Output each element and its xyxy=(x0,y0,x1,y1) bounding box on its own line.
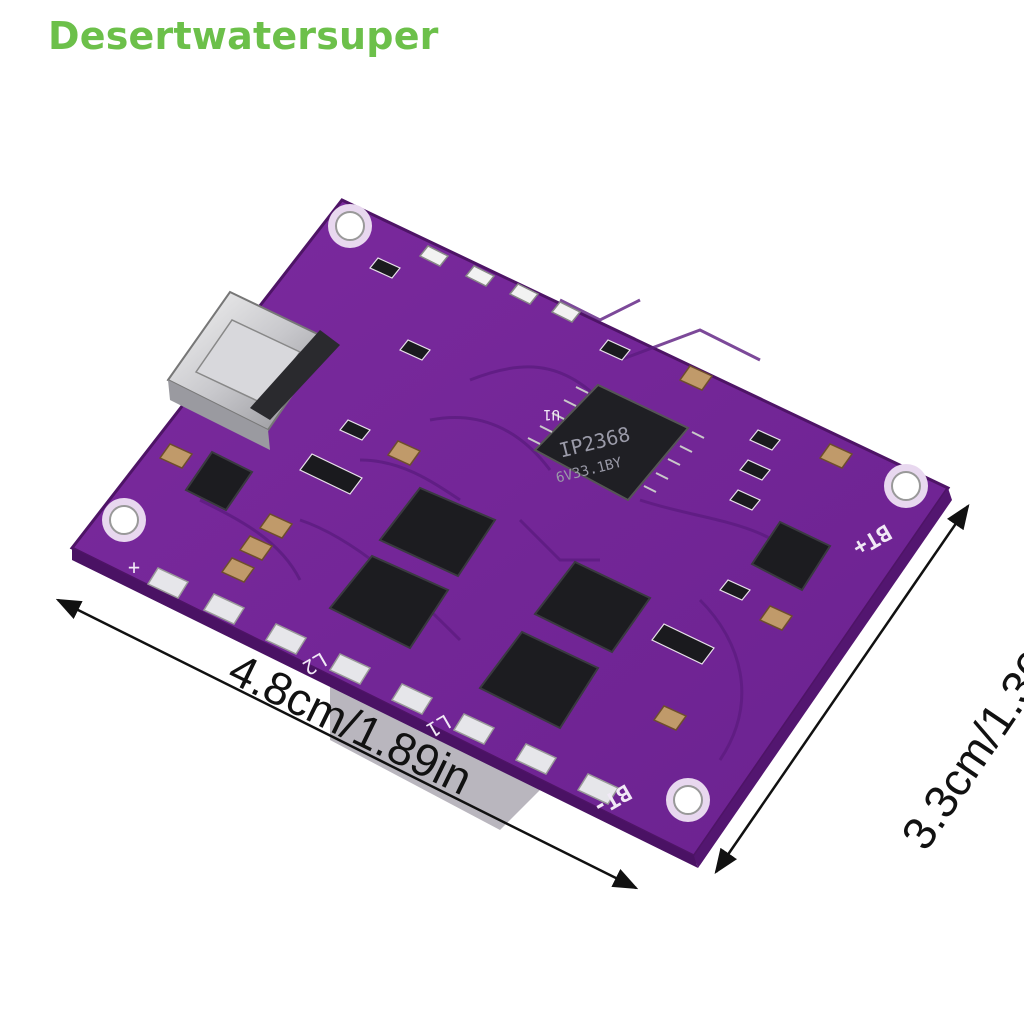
usb-c-connector xyxy=(166,290,340,450)
width-arrow xyxy=(55,598,639,890)
label-plus: + xyxy=(128,555,140,579)
leds xyxy=(418,245,582,323)
mounting-holes xyxy=(102,204,928,822)
main-ic: IP2368 6V33.1BY U1 xyxy=(527,383,705,502)
chip-ref-label: U1 xyxy=(543,406,560,422)
brand-watermark: Desertwatersuper xyxy=(48,14,439,58)
small-ic xyxy=(184,450,254,512)
height-arrow xyxy=(714,503,970,875)
mosfet-q2 xyxy=(378,486,497,578)
pcb-board xyxy=(69,198,951,858)
capacitors xyxy=(158,365,854,731)
height-label: 3.3cm/1.30in xyxy=(891,611,1024,858)
